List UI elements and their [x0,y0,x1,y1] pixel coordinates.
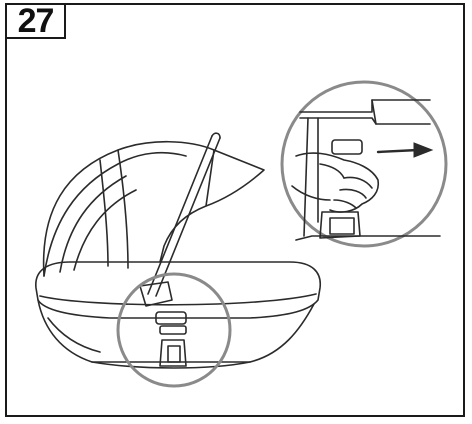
pull-direction-arrow [376,142,434,158]
hand [291,152,380,213]
carrycot-body [35,261,321,369]
detail-view [291,99,441,241]
canopy [42,140,265,277]
callout-circle-large [280,80,448,248]
handle-bar [147,132,221,297]
step-number: 27 [5,3,66,39]
handle-latch [139,281,187,367]
callout-circle-small [116,272,232,388]
